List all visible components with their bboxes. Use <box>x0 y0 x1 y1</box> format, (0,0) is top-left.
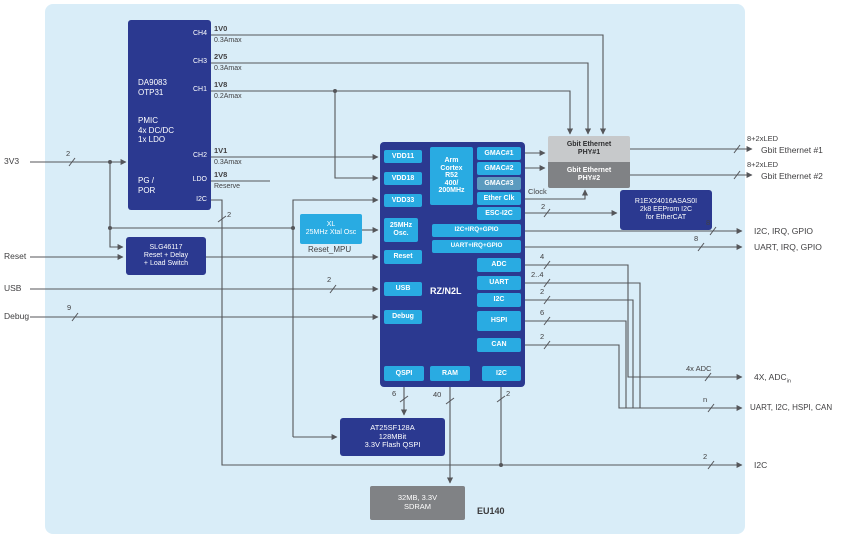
bus-width-adc: 4 <box>540 252 545 261</box>
rail-1v1-voltage: 1V1 <box>214 146 228 155</box>
soc-adc-block: ADC <box>477 258 521 272</box>
soc-cpu-block: Arm Cortex R52 400/ 200MHz <box>430 147 473 205</box>
bus-width-can: 2 <box>540 332 545 341</box>
output-adc-label: 4X, ADCin <box>754 372 791 385</box>
soc-osc-block: 25MHz Osc. <box>384 218 418 242</box>
soc-esc-i2c-block: ESC-I2C <box>477 207 521 220</box>
sdram-block: 32MB, 3.3V SDRAM <box>370 486 465 520</box>
bus-width-qspi: 6 <box>392 389 397 398</box>
bus-width-uart: 2..4 <box>531 270 544 279</box>
output-adc-bus: 4x ADC <box>686 364 712 373</box>
soc-gmac3-block: GMAC#3 <box>477 177 521 190</box>
soc-reset-block: Reset <box>384 250 422 264</box>
output-uart-irq-label: UART, IRQ, GPIO <box>754 242 822 252</box>
soc-qspi-block: QSPI <box>384 366 424 381</box>
output-eth2-label: Gbit Ethernet #2 <box>761 171 823 181</box>
clock-net-label: Clock <box>528 187 547 196</box>
soc-i2c-irq-gpio-block: I2C+IRQ+GPIO <box>432 224 521 237</box>
pmic-block: DA9083 OTP31 PMIC 4x DC/DC 1x LDO PG / P… <box>128 20 211 210</box>
soc-name-label: RZ/N2L <box>430 286 462 296</box>
rail-1v0-voltage: 1V0 <box>214 24 228 33</box>
phy2-section: Gbit Ethernet PHY#2 <box>548 162 630 188</box>
xtal-block: XL 25MHz Xtal Osc <box>300 214 362 244</box>
soc-pin-vdd18: VDD18 <box>384 172 422 185</box>
output-eth2-bus: 8+2xLED <box>747 160 779 169</box>
pmic-name: DA9083 OTP31 <box>138 78 167 97</box>
output-periph-label: UART, I2C, HSPI, CAN <box>750 403 833 412</box>
soc-i2c-block: I2C <box>477 293 521 307</box>
rail-1v1-current: 0.3Amax <box>214 159 242 166</box>
output-adc-label-main: 4X, ADC <box>754 372 787 382</box>
pmic-pin-ch3: CH3 <box>192 58 207 65</box>
pmic-pin-ch4: CH4 <box>192 30 207 37</box>
rail-2v5-current: 0.3Amax <box>214 65 242 72</box>
bus-width-debug: 9 <box>67 303 72 312</box>
rail-1v8res-voltage: 1V8 <box>214 170 228 179</box>
reset-mpu-net-label: Reset_MPU <box>308 245 352 254</box>
output-i2c-label: I2C <box>754 460 768 470</box>
soc-pin-vdd11: VDD11 <box>384 150 422 163</box>
output-i2c-irq-bus: 8 <box>706 218 711 227</box>
input-3v3-label: 3V3 <box>4 156 20 166</box>
pmic-pg-por: PG / POR <box>138 176 156 195</box>
output-uart-irq-bus: 8 <box>694 234 699 243</box>
soc-i2c-bottom-block: I2C <box>482 366 521 381</box>
bus-width-i2c: 2 <box>540 287 545 296</box>
output-adc-label-sub: in <box>786 378 791 385</box>
output-i2c-bus: 2 <box>703 452 708 461</box>
bus-width-soc-i2c: 2 <box>506 389 511 398</box>
rail-2v5-voltage: 2V5 <box>214 52 228 61</box>
rail-1v8-current: 0.2Amax <box>214 93 242 100</box>
soc-pin-vdd33: VDD33 <box>384 194 422 207</box>
soc-hspi-block: HSPI <box>477 311 521 331</box>
pmic-pin-ldo: LDO <box>192 176 207 183</box>
rail-1v0-current: 0.3Amax <box>214 37 242 44</box>
soc-usb-block: USB <box>384 282 422 296</box>
phy-block: Gbit Ethernet PHY#1 Gbit Ethernet PHY#2 <box>548 136 630 188</box>
output-periph-bus: n <box>703 395 708 404</box>
soc-gmac2-block: GMAC#2 <box>477 162 521 175</box>
soc-ram-block: RAM <box>430 366 470 381</box>
flash-block: AT25SF128A 128MBit 3.3V Flash QSPI <box>340 418 445 456</box>
soc-block: VDD11 VDD18 VDD33 25MHz Osc. Reset USB D… <box>380 142 525 387</box>
reset-ic-block: SLG46117 Reset + Delay + Load Switch <box>126 237 206 275</box>
output-eth1-bus: 8+2xLED <box>747 134 779 143</box>
pmic-pin-ch1: CH1 <box>192 86 207 93</box>
output-eth1-label: Gbit Ethernet #1 <box>761 145 823 155</box>
rail-1v8res-current: Reserve <box>214 183 241 190</box>
soc-debug-block: Debug <box>384 310 422 324</box>
bus-width-usb: 2 <box>327 275 332 284</box>
soc-can-block: CAN <box>477 338 521 352</box>
bus-width-3v3: 2 <box>66 149 71 158</box>
input-usb-label: USB <box>4 283 22 293</box>
bus-width-hspi: 6 <box>540 308 545 317</box>
soc-ether-clk-block: Ether Clk <box>477 192 521 205</box>
input-debug-label: Debug <box>4 311 30 321</box>
bus-width-esc-i2c: 2 <box>541 202 546 211</box>
soc-uart-block: UART <box>477 276 521 290</box>
board-name-label: EU140 <box>477 506 505 516</box>
soc-uart-irq-gpio-block: UART+IRQ+GPIO <box>432 240 521 253</box>
eeprom-block: R1EX24016ASAS0I 2k8 EEProm I2C for Ether… <box>620 190 712 230</box>
output-i2c-irq-label: I2C, IRQ, GPIO <box>754 226 814 236</box>
soc-gmac1-block: GMAC#1 <box>477 147 521 160</box>
pmic-features: PMIC 4x DC/DC 1x LDO <box>138 116 175 145</box>
bus-width-ram: 40 <box>433 390 442 399</box>
bus-width-pmic-i2c: 2 <box>227 210 232 219</box>
pmic-pin-ch2: CH2 <box>192 152 207 159</box>
rail-1v8-voltage: 1V8 <box>214 80 228 89</box>
pmic-pin-i2c: I2C <box>196 196 207 203</box>
phy1-section: Gbit Ethernet PHY#1 <box>548 136 630 162</box>
input-reset-label: Reset <box>4 251 27 261</box>
